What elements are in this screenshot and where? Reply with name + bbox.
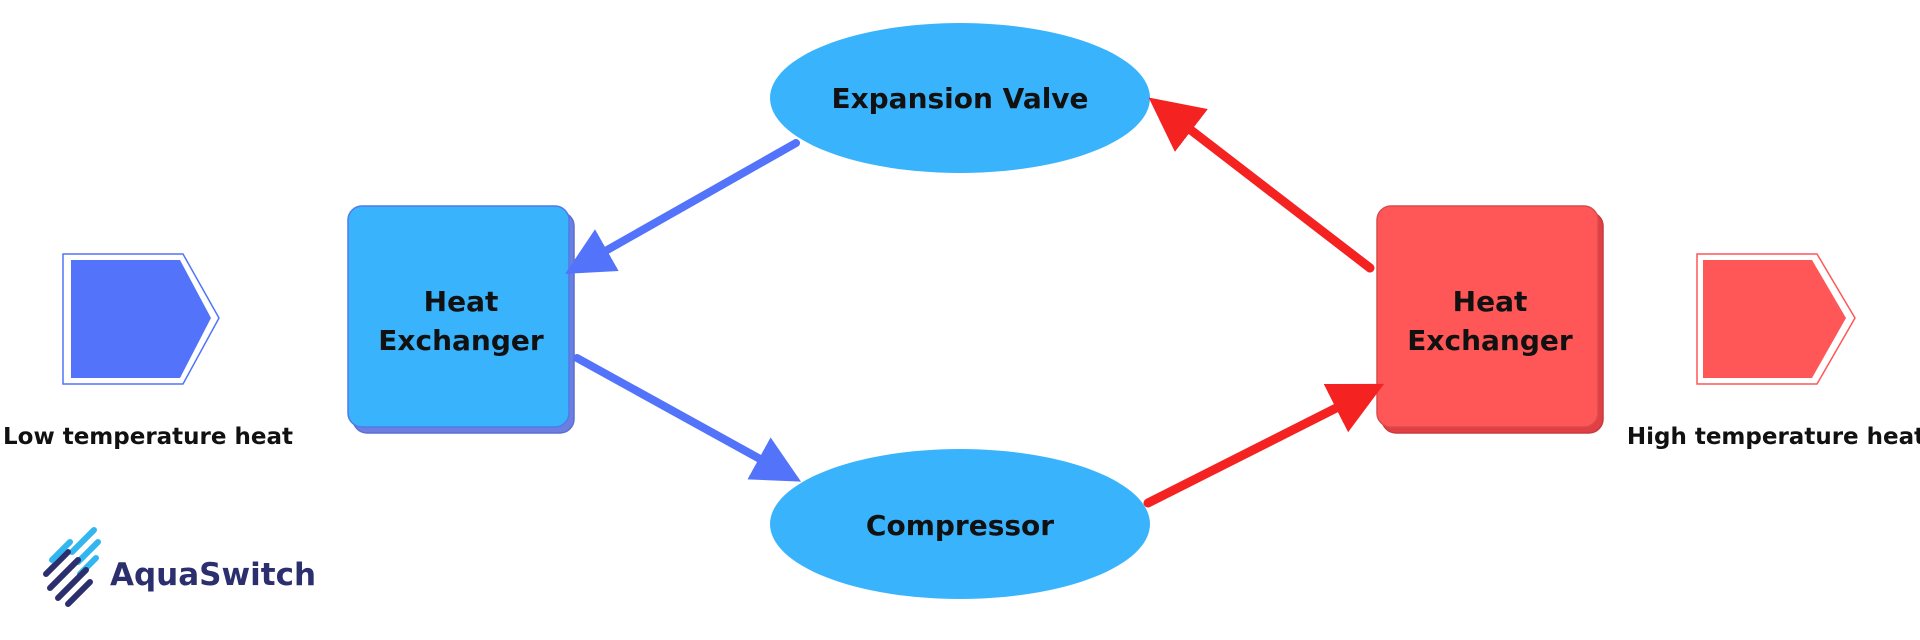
hot-exchanger-to-valve-arrow <box>1148 97 1375 273</box>
hot-heat-exchanger: Heat Exchanger <box>1376 205 1604 434</box>
high-temperature-heat-icon <box>1696 253 1856 385</box>
hot-heat-exchanger-label-line1: Heat <box>1453 285 1528 318</box>
valve-to-cold-exchanger-arrow <box>565 139 800 274</box>
cold-heat-exchanger: Heat Exchanger <box>347 205 575 434</box>
cold-heat-exchanger-label-line2: Exchanger <box>378 324 544 357</box>
low-temperature-heat-label: Low temperature heat <box>3 424 293 450</box>
compressor-to-hot-exchanger-arrow <box>1143 383 1385 508</box>
compressor-node: Compressor <box>770 449 1150 599</box>
expansion-valve-node: Expansion Valve <box>770 23 1150 173</box>
compressor-label: Compressor <box>866 509 1054 542</box>
high-temperature-heat-label: High temperature heat <box>1627 424 1920 450</box>
aquaswitch-logo: AquaSwitch <box>43 527 316 607</box>
logo-wordmark: AquaSwitch <box>110 557 316 593</box>
cold-heat-exchanger-label-line1: Heat <box>424 285 499 318</box>
low-temperature-heat-icon <box>62 253 220 385</box>
cold-exchanger-to-compressor-arrow <box>573 354 802 482</box>
expansion-valve-label: Expansion Valve <box>831 82 1088 115</box>
hot-heat-exchanger-label-line2: Exchanger <box>1407 324 1573 357</box>
logo-mark-icon <box>43 527 101 607</box>
